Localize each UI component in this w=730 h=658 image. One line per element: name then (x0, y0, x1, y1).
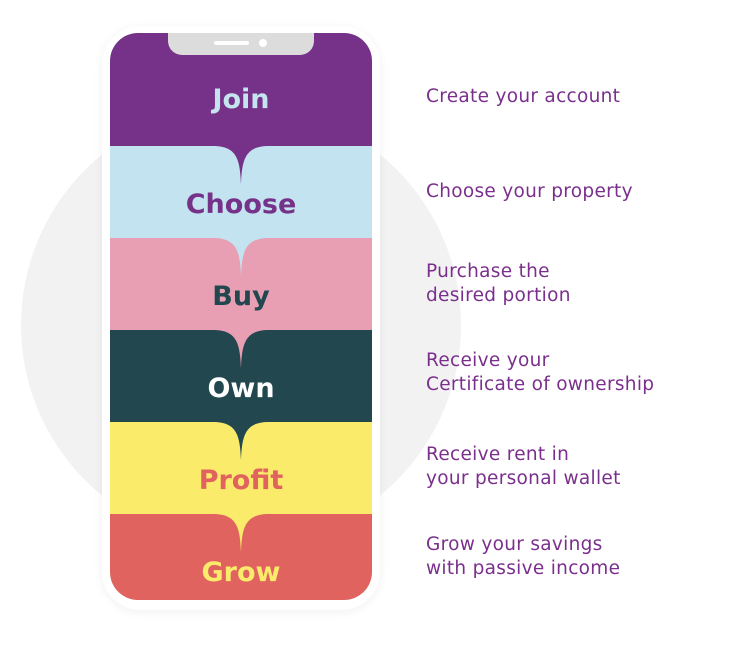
step-label-choose: Choose (185, 189, 297, 220)
step-connector-own (213, 422, 269, 460)
step-bands (110, 33, 372, 600)
phone-notch (168, 33, 314, 55)
step-connector-choose (213, 238, 269, 276)
camera-icon (259, 39, 267, 47)
step-description-choose: Choose your property (426, 181, 633, 202)
step-description-grow: Grow your savings with passive income (426, 534, 621, 579)
step-description-own: Receive your Certificate of ownership (426, 350, 655, 395)
step-label-grow: Grow (201, 557, 281, 588)
speaker-icon (214, 41, 249, 45)
step-connector-join (213, 146, 269, 184)
step-label-profit: Profit (198, 465, 284, 496)
step-label-join: Join (212, 84, 270, 115)
step-description-buy: Purchase the desired portion (426, 261, 571, 306)
step-connector-profit (213, 514, 269, 552)
step-description-join: Create your account (426, 86, 621, 107)
step-connector-buy (213, 330, 269, 368)
phone-screen: Join Choose Buy Own Profit Grow (110, 33, 372, 600)
step-label-buy: Buy (212, 281, 270, 312)
step-description-profit: Receive rent in your personal wallet (426, 444, 621, 489)
step-label-own: Own (207, 373, 275, 404)
